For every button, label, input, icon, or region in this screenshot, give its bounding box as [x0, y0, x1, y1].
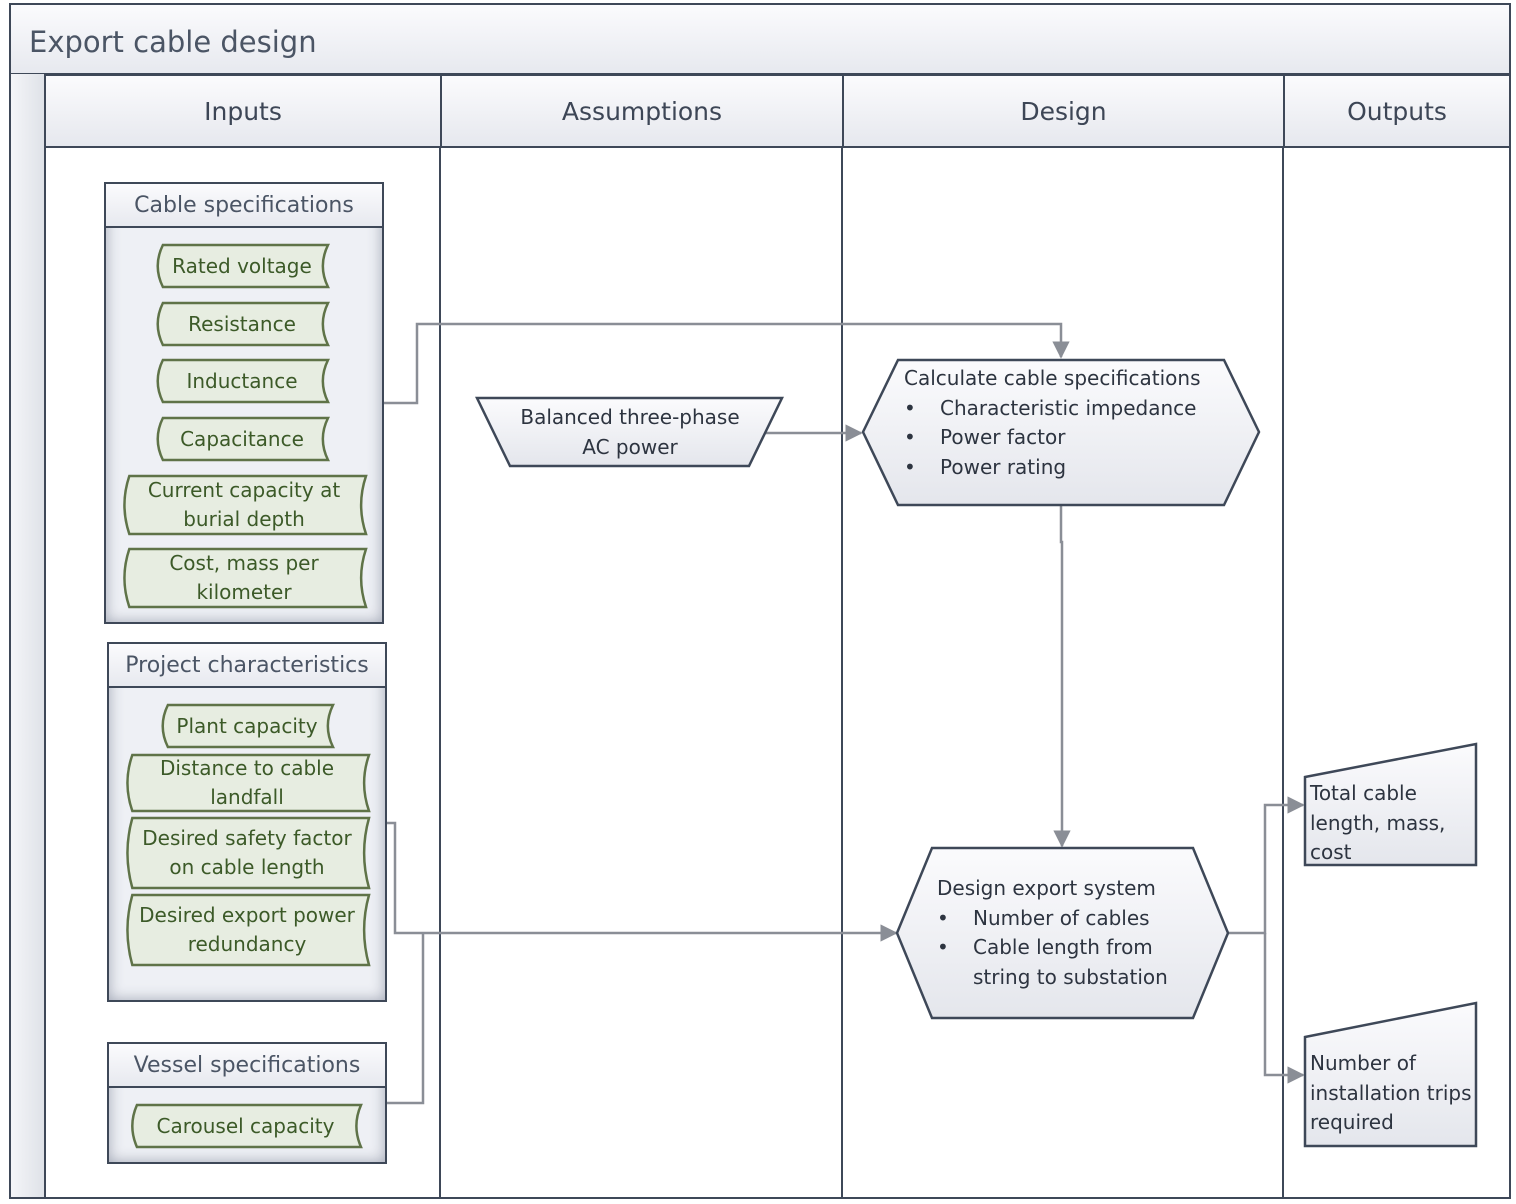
connector-project-to-design — [387, 821, 898, 942]
input-power-redundancy: Desired export power redundancy — [125, 895, 369, 965]
connector-cable-specs-to-calc — [384, 322, 1070, 405]
connector-calc-to-design — [1053, 505, 1071, 848]
lane-header-inputs: Inputs — [44, 74, 442, 148]
input-current-capacity: Current capacity at burial depth — [122, 476, 366, 534]
left-strip — [9, 74, 46, 1199]
group-title: Cable specifications — [106, 184, 382, 228]
output-total-cable: Total cable length, mass, cost — [1310, 781, 1446, 864]
calc-cable-title: Calculate cable specifications — [904, 366, 1201, 390]
lane-divider — [1282, 148, 1284, 1199]
connector-design-to-output-2 — [1263, 933, 1305, 1084]
design-export-title: Design export system — [937, 876, 1156, 900]
connector-vessel-to-design — [387, 933, 425, 1105]
input-label: Resistance — [188, 311, 296, 336]
input-capacitance: Capacitance — [156, 418, 328, 460]
diagram-title: Export cable design — [29, 25, 317, 59]
input-plant-capacity: Plant capacity — [161, 705, 333, 747]
assumption-label: Balanced three-phase AC power — [520, 405, 740, 459]
design-export-bullet: Number of cables — [937, 904, 1187, 934]
input-resistance: Resistance — [156, 303, 328, 345]
input-cost-mass: Cost, mass per kilometer — [122, 549, 366, 607]
input-label: Carousel capacity — [156, 1113, 335, 1138]
lane-header-design: Design — [842, 74, 1285, 148]
input-safety-factor: Desired safety factor on cable length — [125, 818, 369, 888]
input-carousel-capacity: Carousel capacity — [130, 1105, 361, 1147]
input-label: Desired export power redundancy — [139, 903, 355, 956]
input-inductance: Inductance — [156, 360, 328, 402]
assumption-shape — [475, 396, 784, 468]
input-label: Inductance — [186, 368, 298, 393]
output-shape-1 — [1303, 742, 1478, 867]
output-installation-trips: Number of installation trips required — [1310, 1051, 1472, 1134]
input-label: Rated voltage — [172, 253, 312, 278]
input-label: Distance to cable landfall — [159, 756, 335, 809]
input-rated-voltage: Rated voltage — [156, 245, 328, 287]
design-export-text: Design export system Number of cables Ca… — [937, 874, 1187, 992]
group-title: Vessel specifications — [109, 1044, 385, 1088]
lane-header-outputs: Outputs — [1283, 74, 1511, 148]
input-label: Capacitance — [180, 426, 304, 451]
design-export-bullet: Cable length from string to substation — [937, 933, 1187, 992]
input-label: Current capacity at burial depth — [147, 478, 341, 531]
calc-cable-bullet: Power rating — [904, 453, 1224, 483]
lane-divider — [439, 148, 441, 1199]
output-shape-2 — [1303, 1001, 1478, 1148]
group-title: Project characteristics — [109, 644, 385, 688]
title-bar: Export cable design — [9, 3, 1511, 75]
connector-design-to-output-1 — [1228, 796, 1305, 935]
input-label: Plant capacity — [176, 713, 318, 738]
input-label: Cost, mass per kilometer — [169, 551, 319, 604]
lane-header-assumptions: Assumptions — [440, 74, 844, 148]
calc-cable-text: Calculate cable specifications Character… — [904, 364, 1224, 482]
lane-divider — [841, 148, 843, 1199]
input-label: Desired safety factor on cable length — [142, 826, 352, 879]
input-distance-landfall: Distance to cable landfall — [125, 755, 369, 811]
calc-cable-bullet: Characteristic impedance — [904, 394, 1224, 424]
calc-cable-bullet: Power factor — [904, 423, 1224, 453]
